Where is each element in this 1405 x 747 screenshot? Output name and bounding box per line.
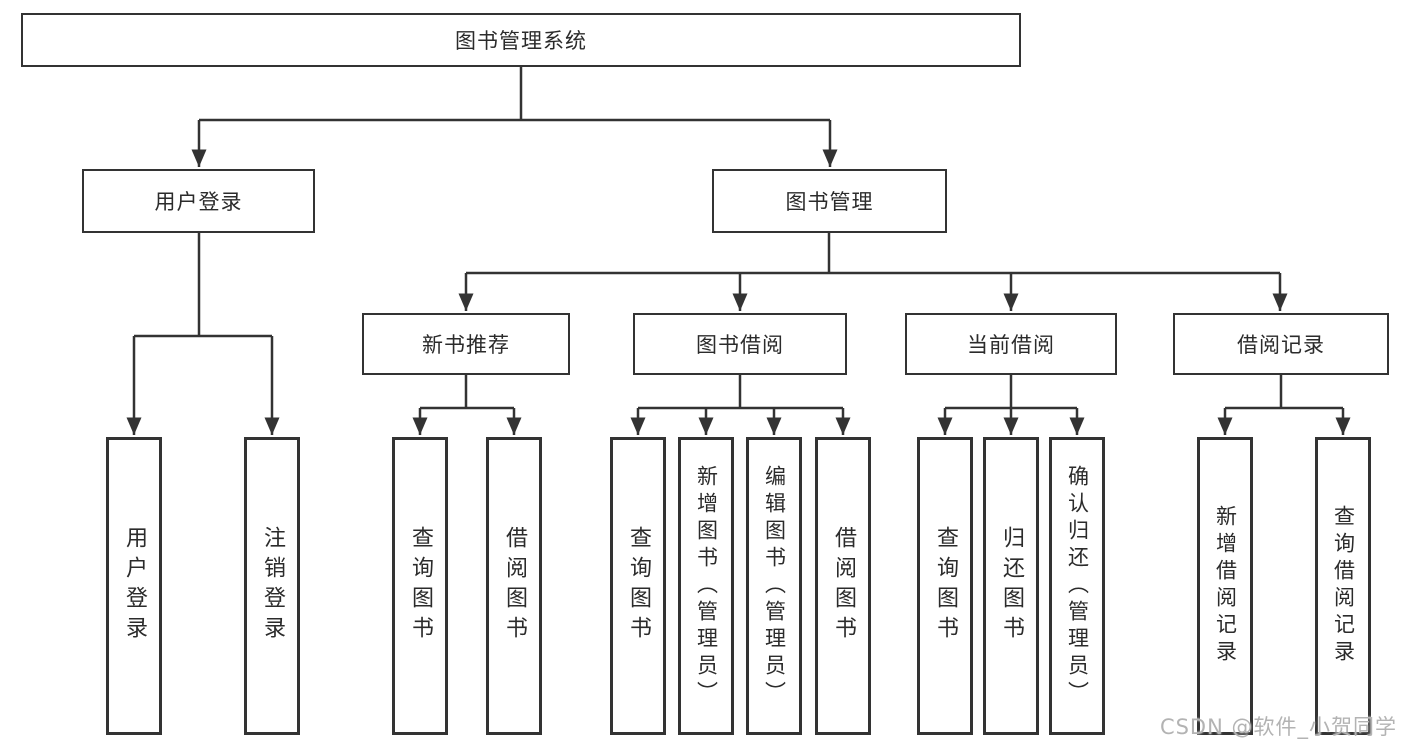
leaf-query-books-current-label: 查询图书	[933, 526, 958, 646]
leaf-add-books-admin-label: 新增图书（管理员）	[694, 464, 719, 708]
node-book-borrow: 图书借阅	[633, 313, 847, 375]
leaf-add-books-admin: 新增图书（管理员）	[678, 437, 734, 735]
node-root-system-label: 图书管理系统	[455, 29, 587, 53]
leaf-query-books-borrow: 查询图书	[610, 437, 666, 735]
leaf-return-books: 归还图书	[983, 437, 1039, 735]
leaf-confirm-return-admin: 确认归还（管理员）	[1049, 437, 1105, 735]
node-current-borrow: 当前借阅	[905, 313, 1117, 375]
node-current-borrow-label: 当前借阅	[967, 333, 1055, 357]
leaf-query-books-recommend: 查询图书	[392, 437, 448, 735]
leaf-borrow-books: 借阅图书	[815, 437, 871, 735]
leaf-borrow-books-recommend-label: 借阅图书	[502, 526, 527, 646]
leaf-borrow-books-label: 借阅图书	[831, 526, 856, 646]
leaf-confirm-return-admin-label: 确认归还（管理员）	[1065, 464, 1090, 708]
leaf-query-books-recommend-label: 查询图书	[408, 526, 433, 646]
node-book-management: 图书管理	[712, 169, 947, 233]
leaf-query-books-borrow-label: 查询图书	[626, 526, 651, 646]
node-new-book-recommend: 新书推荐	[362, 313, 570, 375]
csdn-watermark: CSDN @软件_小贺同学	[1159, 715, 1397, 739]
leaf-edit-books-admin-label: 编辑图书（管理员）	[762, 464, 787, 708]
leaf-query-borrow-record-label: 查询借阅记录	[1331, 505, 1356, 667]
node-borrow-records: 借阅记录	[1173, 313, 1389, 375]
node-new-book-recommend-label: 新书推荐	[422, 333, 510, 357]
leaf-edit-books-admin: 编辑图书（管理员）	[746, 437, 802, 735]
leaf-query-borrow-record: 查询借阅记录	[1315, 437, 1371, 735]
leaf-return-books-label: 归还图书	[999, 526, 1024, 646]
leaf-borrow-books-recommend: 借阅图书	[486, 437, 542, 735]
node-root-system: 图书管理系统	[21, 13, 1021, 67]
node-book-management-label: 图书管理	[785, 190, 874, 214]
leaf-add-borrow-record: 新增借阅记录	[1197, 437, 1253, 735]
leaf-add-borrow-record-label: 新增借阅记录	[1213, 505, 1238, 667]
leaf-logout: 注销登录	[244, 437, 300, 735]
leaf-user-login: 用户登录	[106, 437, 162, 735]
leaf-logout-label: 注销登录	[260, 526, 285, 646]
node-borrow-records-label: 借阅记录	[1237, 333, 1325, 357]
node-book-borrow-label: 图书借阅	[696, 333, 784, 357]
leaf-query-books-current: 查询图书	[917, 437, 973, 735]
node-user-login: 用户登录	[82, 169, 315, 233]
leaf-user-login-label: 用户登录	[122, 526, 147, 646]
node-user-login-label: 用户登录	[154, 190, 243, 214]
